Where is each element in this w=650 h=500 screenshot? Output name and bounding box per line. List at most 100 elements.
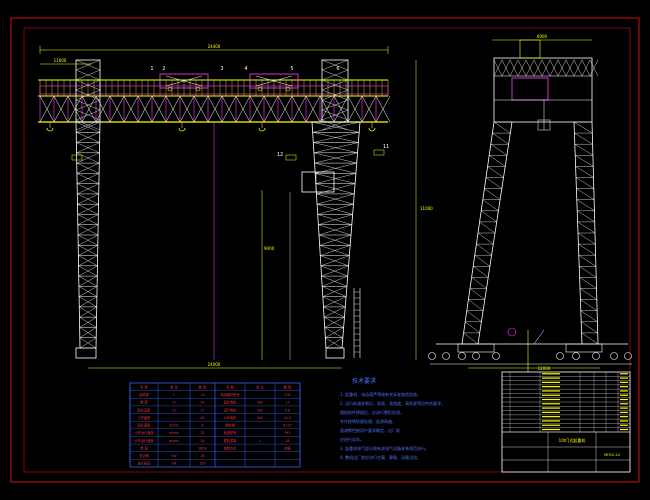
trolley-detail <box>255 75 293 87</box>
leg-diagonal <box>78 255 98 266</box>
side-left-leg <box>461 121 513 345</box>
side-head-frame <box>493 57 593 123</box>
side-leg-diag <box>579 277 597 289</box>
head-diagonal <box>75 119 101 131</box>
parts-text-mark <box>542 428 560 431</box>
table-cell: 大车运行速度 <box>134 438 154 443</box>
side-leg-diag <box>579 288 597 300</box>
side-trolley <box>511 77 549 101</box>
girder-diagonal <box>81 95 97 123</box>
leg-diagonal <box>77 173 100 184</box>
drawing-number: MH10-24 <box>604 453 621 457</box>
leg-diagonal <box>77 183 99 195</box>
table-cell: 控制方式 <box>224 445 238 450</box>
table-cell: kW <box>258 401 264 405</box>
girder-diagonal <box>207 95 223 123</box>
leg-diagonal <box>322 286 347 297</box>
head-diagonal <box>75 59 101 71</box>
table-cell: A5 <box>200 416 204 420</box>
leg-diagonal <box>314 152 358 164</box>
trolley-wheel <box>195 86 201 92</box>
leg-diagonal <box>76 162 100 174</box>
side-leg-diag <box>577 210 595 223</box>
table-cell: m/min <box>169 431 179 435</box>
side-leg-diag <box>489 155 506 167</box>
table-cell: 工作级别 <box>138 415 151 420</box>
notes-item: 4. 整机出厂前应进行空载、静载、动载试验。 <box>340 454 421 460</box>
table-cell: 地操 <box>284 445 291 450</box>
table-cell: 120 <box>199 462 205 466</box>
side-sill-box <box>565 343 603 353</box>
drawing-title: 10t门式起重机 <box>559 437 586 443</box>
hook <box>258 127 266 132</box>
tag-box <box>71 154 83 161</box>
table-cell: 跨 度 <box>140 400 148 405</box>
leg-diagonal <box>78 265 98 277</box>
leg-diagonal <box>318 234 351 246</box>
table-cell: 小车运行速度 <box>134 430 154 435</box>
head-diagonal <box>321 119 349 131</box>
balloon-label: 6 <box>336 66 339 72</box>
leg-diagonal <box>320 265 348 277</box>
notes-item: 面漆颜色按用户要求确定，出厂前 <box>340 427 400 433</box>
side-leg-diag <box>482 199 499 211</box>
title-block-border <box>501 371 631 473</box>
leg-diagonal <box>313 142 359 154</box>
parts-text-mark <box>542 411 560 413</box>
side-sill-box <box>457 343 495 353</box>
leg-diagonal <box>77 204 99 215</box>
trolley-wheel <box>257 86 263 92</box>
balloon-label: 2 <box>162 66 165 72</box>
trolley-1 <box>159 73 209 89</box>
notes-item: 1. 起重机、电动葫芦等按有关标准制造验收。 <box>340 391 421 397</box>
leg-diagonal <box>313 132 360 143</box>
leg-diagonal <box>79 306 97 318</box>
parts-text-mark <box>620 386 628 388</box>
parts-text-mark <box>542 381 560 383</box>
table-cell: kW <box>258 416 264 420</box>
girder-diagonal <box>347 95 363 123</box>
leg-diagonal <box>318 224 352 236</box>
side-head-diag <box>541 59 551 77</box>
leg-diagonal <box>323 296 347 308</box>
leg-diagonal <box>79 296 98 308</box>
side-leg-diag <box>577 232 596 245</box>
side-wheel <box>428 352 436 360</box>
girder-diagonal <box>165 95 181 123</box>
parts-text-mark <box>542 390 560 392</box>
side-head-diag <box>557 59 567 77</box>
side-leg-diag <box>493 121 511 134</box>
table-cell: 20 <box>200 431 204 435</box>
leg-diagonal <box>317 214 352 225</box>
leg-diagonal <box>320 245 351 256</box>
trolley-detail <box>165 75 203 87</box>
girder-diagonal <box>235 95 251 123</box>
side-leg-diag <box>479 221 496 234</box>
leg-diagonal <box>79 317 97 328</box>
table-cell: 起重量 <box>139 392 149 397</box>
notes-item: 2. 运行轨道安装后，轨距、直线度、高低差等应符合要求， <box>340 400 445 406</box>
side-head-diag <box>533 59 543 77</box>
parts-text-mark <box>620 416 628 418</box>
side-leg-diag <box>468 299 484 311</box>
side-leg-diag <box>578 255 597 267</box>
leg-diagonal <box>325 327 344 338</box>
table-cell: 起升速度 <box>138 423 152 428</box>
side-leg-diag <box>580 310 598 322</box>
dim-base-label: 24000 <box>208 362 221 367</box>
side-cable-reel <box>507 327 517 337</box>
leg-diagonal <box>78 245 98 256</box>
parts-text-mark <box>542 407 560 409</box>
side-leg-diag <box>573 121 593 134</box>
leg-diagonal <box>76 152 100 164</box>
drawing-frame-inner <box>23 27 631 473</box>
leg-diagonal <box>78 275 98 287</box>
table-cell: t <box>173 393 175 397</box>
girder-diagonal <box>151 95 167 123</box>
girder-diagonal <box>361 95 377 123</box>
leg-diagonal <box>322 275 348 287</box>
table-cell: 起升电机 <box>224 400 238 405</box>
table-cell: 20 <box>200 439 204 443</box>
head-diagonal <box>321 89 349 101</box>
side-leg-diag <box>481 210 497 223</box>
